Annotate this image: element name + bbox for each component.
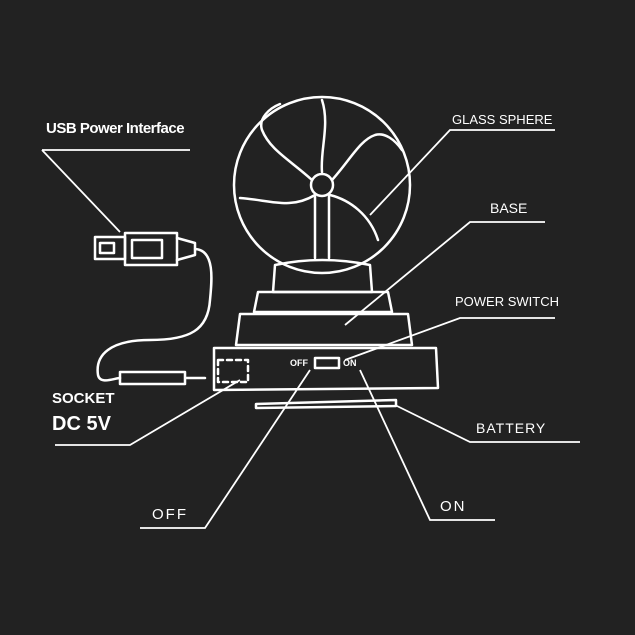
on-label: ON <box>440 498 467 515</box>
leader-lines <box>41 129 580 529</box>
dc-5v-label: DC 5V <box>52 413 111 435</box>
base-label: BASE <box>490 200 528 216</box>
power-switch <box>313 356 341 370</box>
off-label: OFF <box>152 506 188 523</box>
base <box>212 258 440 410</box>
usb-power-interface-label: USB Power Interface <box>46 120 185 137</box>
usb-cable <box>93 231 213 386</box>
switch-on-label: ON <box>343 358 357 368</box>
socket-label: SOCKET <box>52 390 115 407</box>
switch-off-label: OFF <box>290 358 308 368</box>
glass-sphere <box>232 95 412 275</box>
glass-sphere-label: GLASS SPHERE <box>452 112 553 127</box>
power-switch-label: POWER SWITCH <box>455 294 559 309</box>
battery-label: BATTERY <box>476 420 547 436</box>
